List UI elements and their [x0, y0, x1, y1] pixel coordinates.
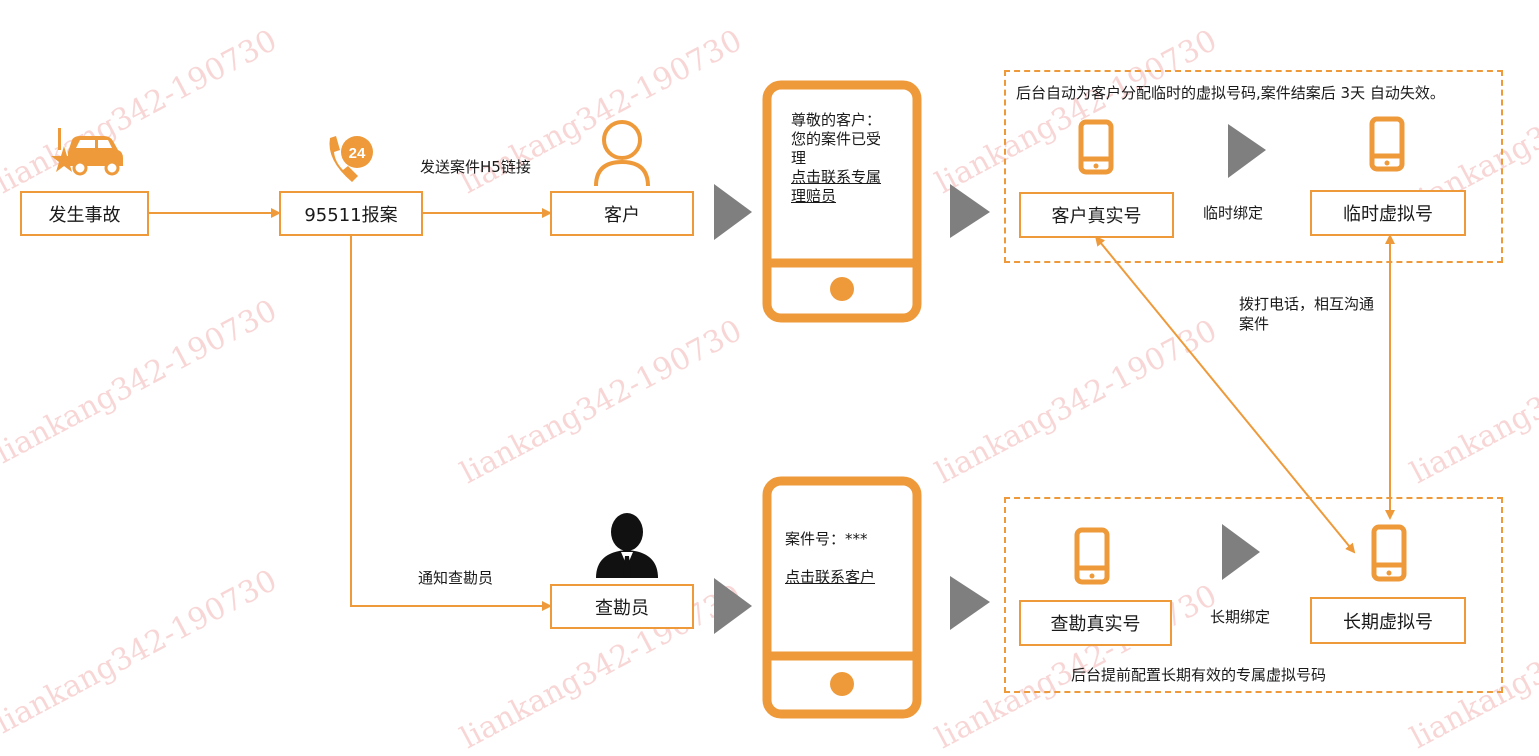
mobile-phone-icon: [1074, 527, 1110, 585]
customer-real-number-node: 客户真实号: [1019, 192, 1174, 238]
temp-bind-label: 临时绑定: [1203, 204, 1264, 222]
surveyor-node: 查勘员: [550, 584, 694, 629]
send-link-label: 发送案件H5链接: [420, 158, 531, 176]
surveyor-real-number-node: 查勘真实号: [1019, 600, 1172, 646]
long-number-group: [1004, 497, 1503, 693]
gray-arrow: [714, 578, 752, 634]
gray-arrow: [950, 576, 990, 630]
call-label-line: 拨打电话，相互沟通: [1239, 295, 1375, 313]
long-virtual-number-node: 长期虚拟号: [1310, 597, 1466, 644]
customer-person-icon: [594, 120, 650, 187]
mobile-phone-icon: [1369, 116, 1405, 172]
message-line: 您的案件已受: [791, 130, 882, 148]
surveyor-phone-message: 案件号：*** 点击联系客户: [785, 530, 875, 587]
car-accident-icon: [51, 128, 123, 176]
customer-node: 客户: [550, 191, 694, 236]
temp-virtual-number-node: 临时虚拟号: [1310, 190, 1466, 236]
case-number-line: 案件号：***: [785, 530, 868, 548]
surveyor-phone-frame: [762, 476, 922, 719]
gray-arrow: [950, 184, 990, 238]
call-label: 拨打电话，相互沟通 案件: [1239, 294, 1374, 334]
long-group-note: 后台提前配置长期有效的专属虚拟号码: [1071, 666, 1327, 684]
report-node: 95511报案: [279, 191, 423, 236]
temp-number-group: [1004, 70, 1503, 263]
call-label-line: 案件: [1239, 315, 1270, 333]
message-line: 理: [791, 149, 807, 167]
arrow-report-to-surveyor: [350, 236, 552, 611]
customer-phone-message: 尊敬的客户： 您的案件已受 理 点击联系专属 理赔员: [791, 111, 881, 206]
arrow-call-diagonal: [1094, 235, 1356, 554]
svg-text:24: 24: [349, 145, 366, 162]
gray-arrow: [714, 184, 752, 240]
phone-24-icon: 24: [329, 136, 373, 182]
connector-lines: [149, 124, 1395, 634]
temp-group-note: 后台自动为客户分配临时的虚拟号码,案件结案后 3天 自动失效。: [1016, 84, 1445, 102]
gray-arrow: [1228, 124, 1266, 178]
phone-home-button: [830, 277, 854, 301]
surveyor-person-icon: [596, 513, 658, 578]
mobile-phone-icon: [1078, 119, 1114, 175]
customer-phone-frame: [762, 80, 922, 323]
mobile-phone-icon: [1371, 524, 1407, 582]
notify-surveyor-label: 通知查勘员: [418, 569, 494, 587]
gray-arrow: [1222, 524, 1260, 580]
message-line: 尊敬的客户：: [791, 111, 882, 129]
contact-adjuster-link[interactable]: 理赔员: [791, 187, 837, 205]
long-bind-label: 长期绑定: [1210, 608, 1271, 626]
accident-node: 发生事故: [20, 191, 149, 236]
phone-home-button: [830, 672, 854, 696]
contact-customer-link[interactable]: 点击联系客户: [785, 568, 876, 586]
contact-adjuster-link[interactable]: 点击联系专属: [791, 168, 882, 186]
